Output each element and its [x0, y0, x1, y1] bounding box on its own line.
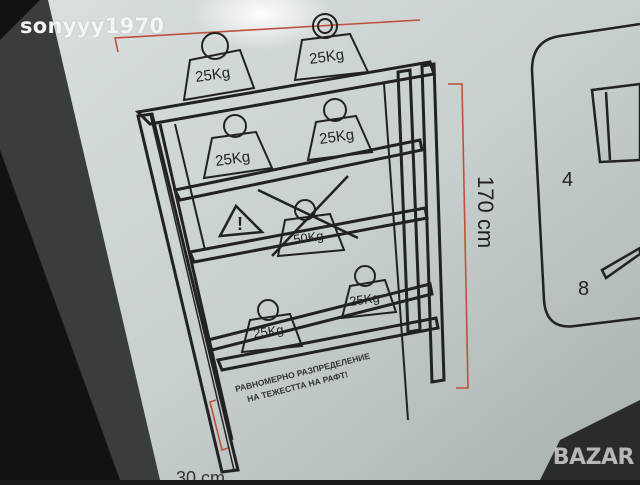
box-edge — [0, 0, 170, 480]
svg-text:!: ! — [237, 214, 243, 234]
weight-label: 25Kg — [194, 64, 231, 86]
watermark-site-logo: BAZAR — [552, 445, 635, 470]
assembly-panel — [530, 22, 640, 328]
depth-label: 30 cm — [176, 468, 225, 480]
weight-label: 50Kg — [292, 228, 324, 247]
warning-triangle-icon: ! — [217, 203, 265, 238]
weight-label: 25Kg — [252, 322, 284, 341]
weight-labels: 25Kg 25Kg 25Kg 25Kg 50Kg 25Kg 25Kg — [194, 46, 380, 341]
cross-out-mark — [257, 175, 359, 257]
weight-label: 25Kg — [318, 126, 355, 148]
weight-label: 25Kg — [214, 148, 251, 170]
part-number-4: 4 — [562, 169, 573, 191]
watermark-username: sonyyy1970 — [20, 14, 165, 38]
weights — [182, 13, 398, 354]
weight-label: 25Kg — [348, 290, 380, 309]
part-number-8: 8 — [578, 278, 589, 300]
weight-label: 25Kg — [308, 46, 345, 68]
height-label: 170 cm — [473, 176, 498, 248]
light-glare — [192, 0, 332, 50]
